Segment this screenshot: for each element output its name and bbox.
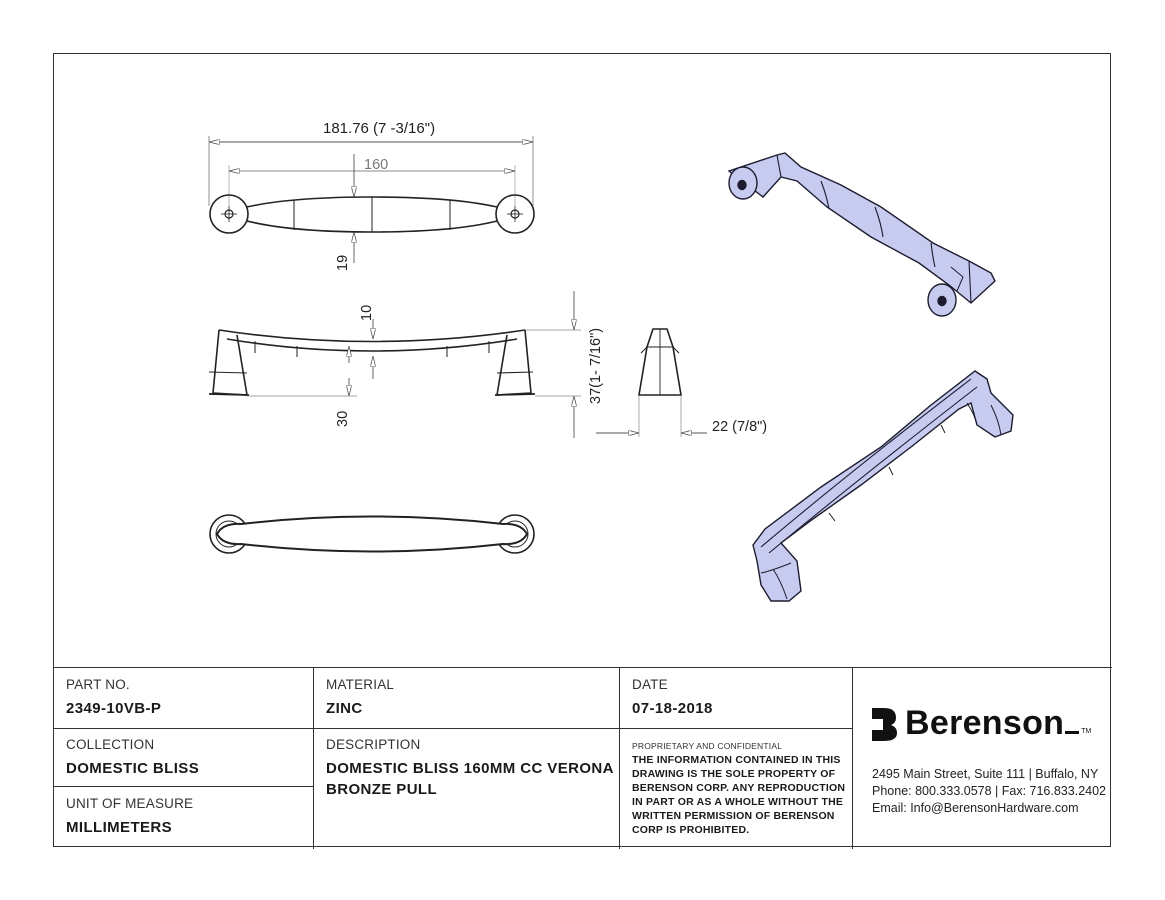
- dim-overall-length: 181.76 (7 -3/16"): [323, 120, 435, 137]
- company-contact: 2495 Main Street, Suite 111 | Buffalo, N…: [872, 766, 1106, 817]
- proprietary-heading: PROPRIETARY AND CONFIDENTIAL: [632, 741, 783, 751]
- technical-drawing: 181.76 (7 -3/16") 160 19 10 30 37(1- 7/1…: [208, 120, 1014, 602]
- isometric-view-top: [727, 152, 996, 317]
- description-label: DESCRIPTION: [326, 737, 421, 752]
- top-view: [208, 136, 535, 263]
- date-column: [620, 668, 853, 849]
- description-line-2: BRONZE PULL: [326, 781, 438, 798]
- dim-center-to-center: 160: [364, 157, 388, 173]
- dim-handle-width: 19: [335, 255, 351, 271]
- drawing-sheet: 181.76 (7 -3/16") 160 19 10 30 37(1- 7/1…: [53, 53, 1112, 849]
- unit-value: MILLIMETERS: [66, 819, 173, 836]
- proprietary-line: WRITTEN PERMISSION OF BERENSON: [632, 810, 835, 822]
- bottom-view: [209, 514, 535, 554]
- proprietary-line: CORP IS PROHIBITED.: [632, 824, 750, 836]
- collection-label: COLLECTION: [66, 737, 155, 752]
- dim-height: 37(1- 7/16"): [588, 328, 604, 404]
- isometric-view-bottom: [752, 370, 1014, 602]
- proprietary-line: BERENSON CORP. ANY REPRODUCTION: [632, 782, 846, 794]
- dim-base-width: 22 (7/8"): [712, 419, 767, 435]
- dim-top-thickness: 10: [359, 305, 375, 321]
- company-logo: Berenson TM: [871, 704, 1091, 743]
- side-view: [596, 328, 707, 437]
- dim-clearance: 30: [335, 411, 351, 427]
- row-divider: [54, 786, 314, 787]
- logo-underline: [1065, 731, 1080, 734]
- front-view: [208, 291, 581, 438]
- description-line-1: DOMESTIC BLISS 160MM CC VERONA: [326, 760, 614, 777]
- berenson-logo-mark-icon: [872, 707, 897, 741]
- left-column: [54, 668, 314, 849]
- company-email[interactable]: Email: Info@BerensonHardware.com: [872, 801, 1079, 815]
- company-address: 2495 Main Street, Suite 111 | Buffalo, N…: [872, 767, 1099, 781]
- proprietary-notice: THE INFORMATION CONTAINED IN THIS DRAWIN…: [632, 753, 845, 837]
- collection-value: DOMESTIC BLISS: [66, 760, 200, 777]
- unit-label: UNIT OF MEASURE: [66, 796, 194, 811]
- material-value: ZINC: [326, 700, 363, 717]
- title-block: PART NO. 2349-10VB-P MATERIAL ZINC DATE …: [54, 667, 1112, 849]
- trademark: TM: [1081, 728, 1092, 735]
- row-divider: [54, 728, 853, 729]
- material-label: MATERIAL: [326, 677, 395, 692]
- middle-column: [314, 668, 620, 849]
- date-label: DATE: [632, 677, 668, 692]
- proprietary-line: IN PART OR AS A WHOLE WITHOUT THE: [632, 796, 844, 808]
- company-name: Berenson: [905, 704, 1065, 742]
- date-value: 07-18-2018: [632, 700, 713, 717]
- company-phone: Phone: 800.333.0578 | Fax: 716.833.2402: [872, 784, 1106, 798]
- proprietary-line: THE INFORMATION CONTAINED IN THIS: [632, 754, 841, 766]
- part-no-value: 2349-10VB-P: [66, 700, 162, 717]
- part-no-label: PART NO.: [66, 677, 130, 692]
- proprietary-line: DRAWING IS THE SOLE PROPERTY OF: [632, 768, 836, 780]
